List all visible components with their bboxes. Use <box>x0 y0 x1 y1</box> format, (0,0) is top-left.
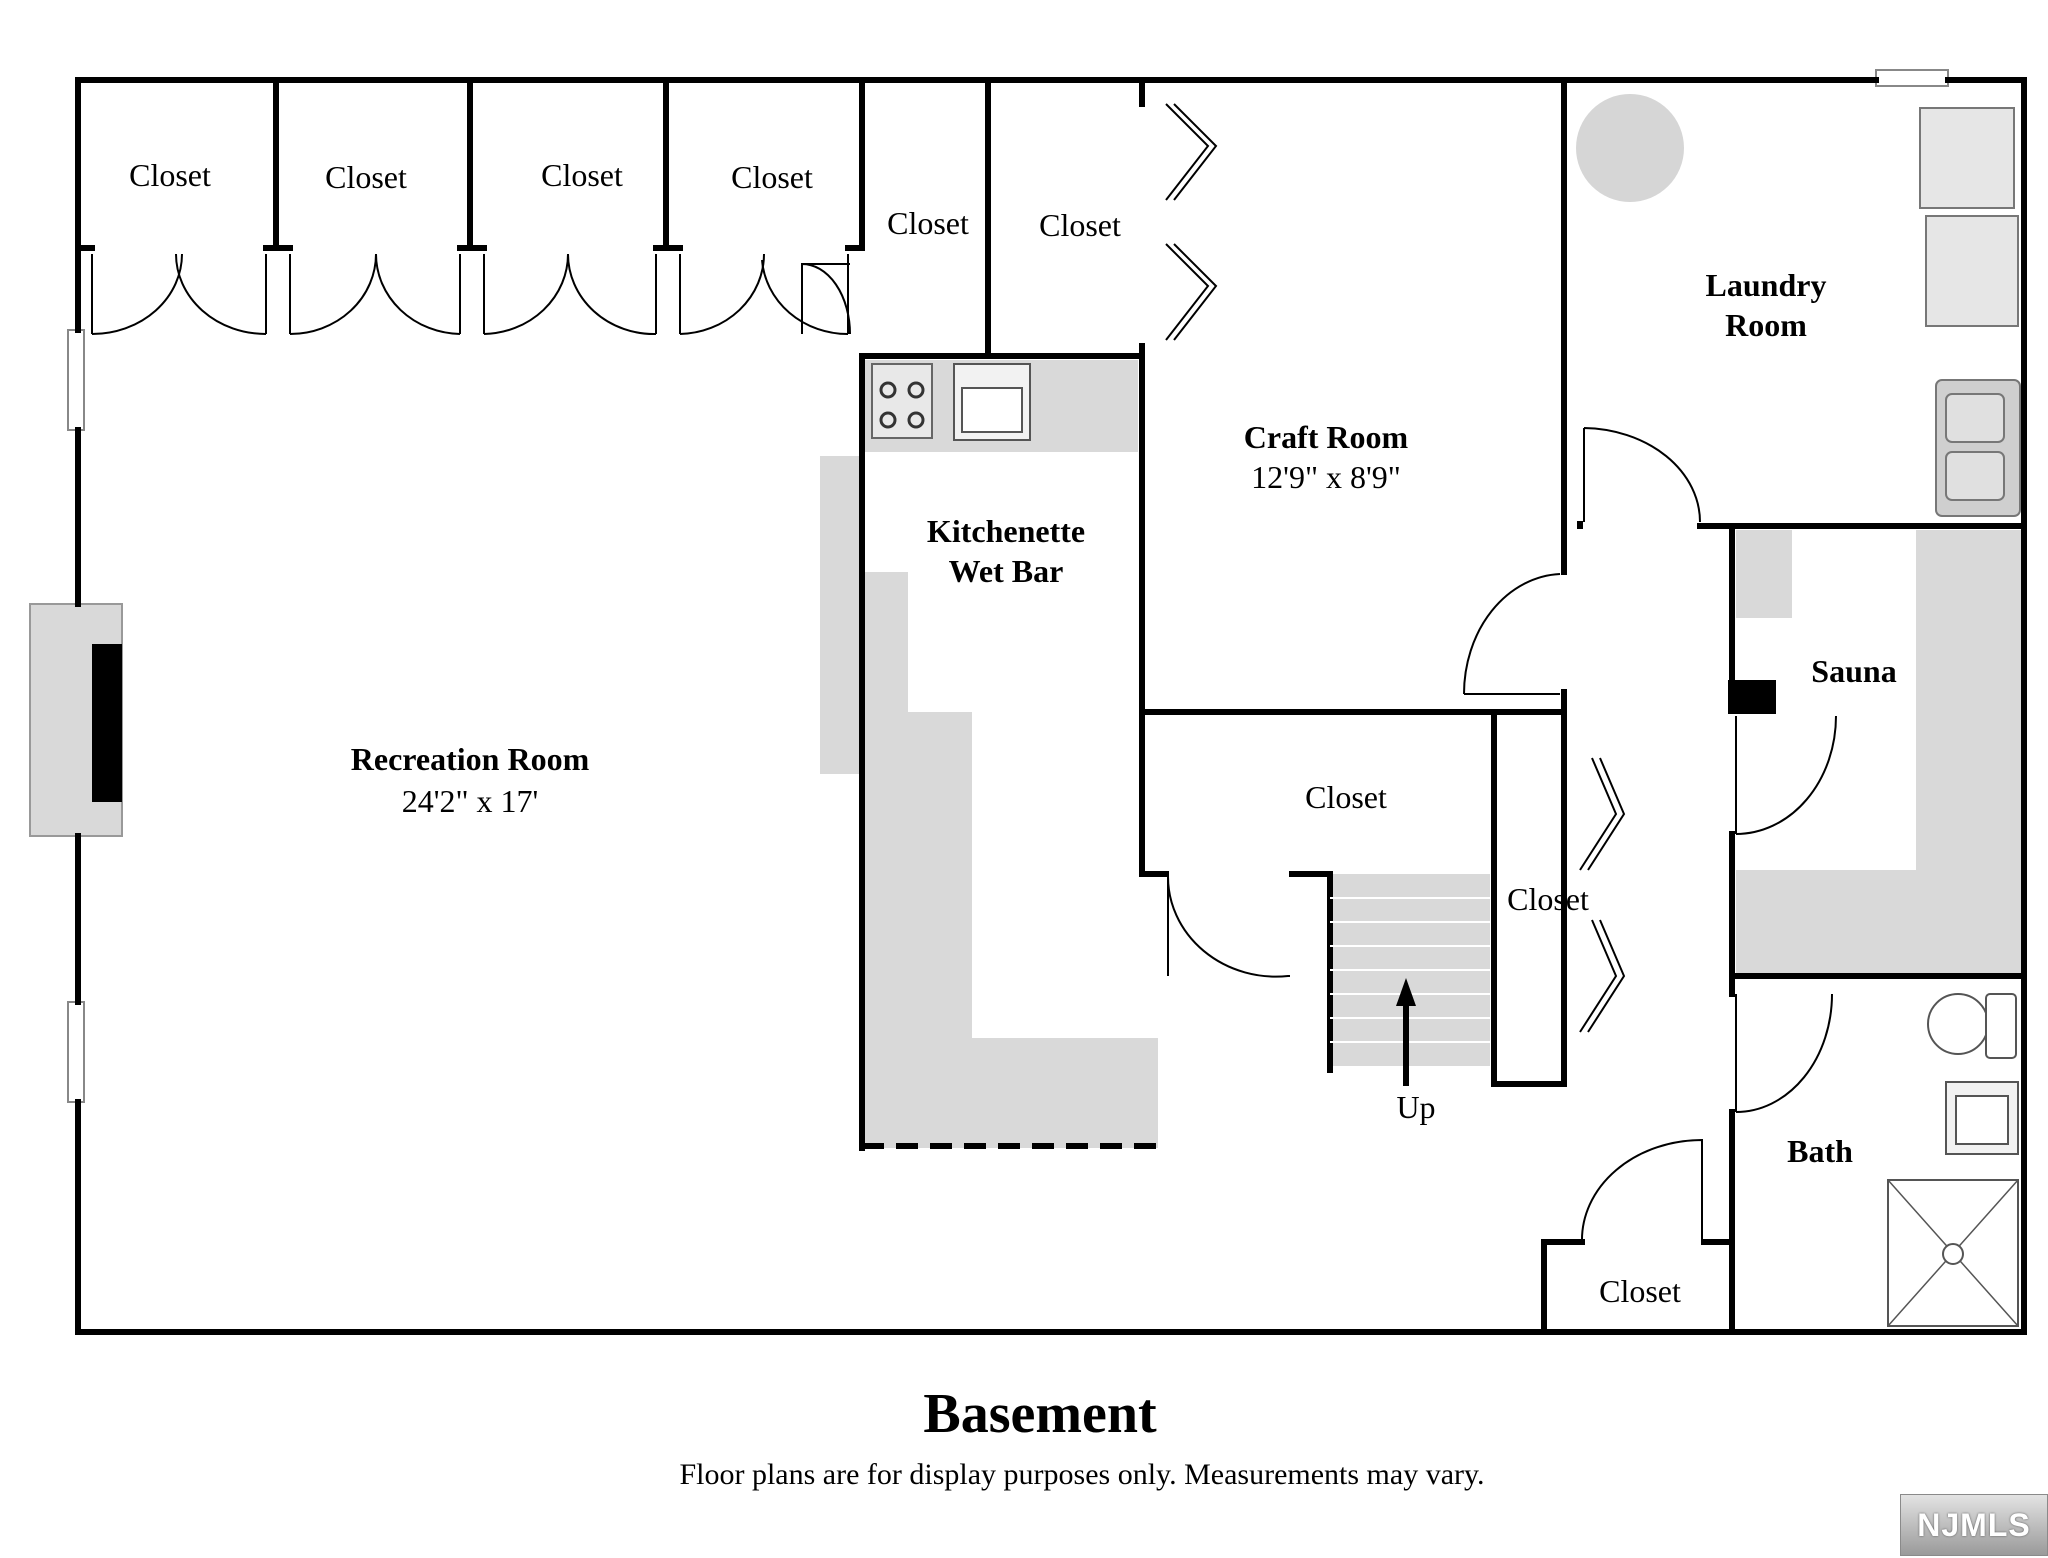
washer <box>1925 215 2019 327</box>
closet-hall-label: Closet <box>1507 881 1589 917</box>
wet-bar-counter <box>862 572 1158 1148</box>
stairs-up-label: Up <box>1396 1089 1435 1125</box>
stairs <box>1330 897 1490 1086</box>
laundry-label-1: Laundry <box>1706 267 1827 303</box>
kitchen-appliances <box>871 363 1031 441</box>
toilet <box>1927 993 1989 1055</box>
laundry-label-2: Room <box>1725 307 1807 343</box>
kitchenette-label-1: Kitchenette <box>927 513 1085 549</box>
sauna-heater <box>1728 680 1776 714</box>
kitchenette-label-2: Wet Bar <box>949 553 1064 589</box>
craft-room-dimensions: 12'9" x 8'9" <box>1251 459 1401 495</box>
stove <box>871 363 933 439</box>
closet-4-label: Closet <box>731 159 813 195</box>
closet-2-label: Closet <box>325 159 407 195</box>
sauna-bench <box>1736 530 2022 976</box>
window-left-top <box>67 329 85 431</box>
window-left-bottom <box>67 1001 85 1103</box>
recreation-room-dimensions: 24'2" x 17' <box>402 783 539 819</box>
dryer <box>1919 107 2015 209</box>
room-labels: Closet Closet Closet Closet Closet Close… <box>129 157 1897 1309</box>
bath-label: Bath <box>1787 1133 1853 1169</box>
bath-fixtures <box>1887 993 2019 1327</box>
closet-1-label: Closet <box>129 157 211 193</box>
doors <box>91 103 1837 1243</box>
bar-ledge <box>820 456 862 774</box>
water-heater <box>1576 94 1684 202</box>
craft-room-label: Craft Room <box>1244 419 1409 455</box>
closet-5-label: Closet <box>887 205 969 241</box>
closet-3-label: Closet <box>541 157 623 193</box>
closet-bottom-label: Closet <box>1599 1273 1681 1309</box>
closet-stair-label: Closet <box>1305 779 1387 815</box>
recreation-room-label: Recreation Room <box>351 741 590 777</box>
sauna-label: Sauna <box>1811 653 1896 689</box>
plan-title: Basement <box>923 1383 1157 1445</box>
fixture-fills <box>820 360 2022 1148</box>
floor-plan: Closet Closet Closet Closet Closet Close… <box>29 69 2027 1335</box>
window-top-right <box>1875 69 1949 87</box>
closet-6-label: Closet <box>1039 207 1121 243</box>
njmls-logo: NJMLS <box>1900 1494 2048 1556</box>
sauna-bench-small <box>1736 530 1792 618</box>
fireplace-firebox <box>92 644 122 802</box>
plan-disclaimer: Floor plans are for display purposes onl… <box>679 1458 1485 1491</box>
laundry-fixtures <box>1576 94 2021 517</box>
walls <box>75 77 2027 1335</box>
stair-arrow-head <box>1396 978 1416 1006</box>
counter-edges <box>859 452 1160 1149</box>
